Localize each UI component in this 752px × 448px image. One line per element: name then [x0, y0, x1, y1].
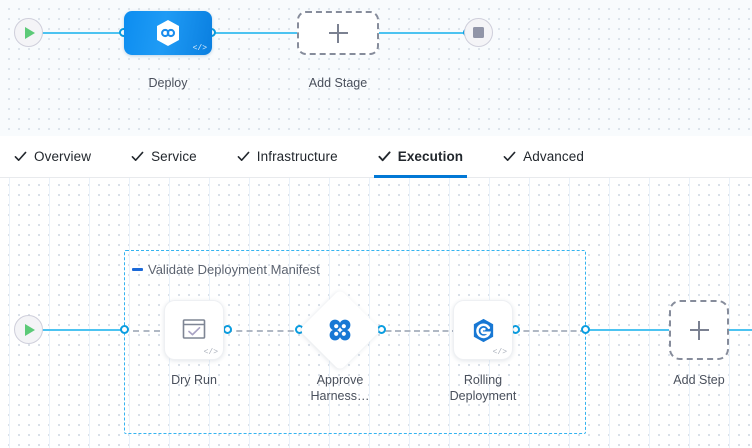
connector-dryrun-to-approve: [226, 330, 304, 332]
connector-rolling-to-groupend: [514, 330, 586, 332]
dry-run-checkbox-icon: [182, 319, 206, 339]
tab-label-advanced: Advanced: [523, 149, 584, 164]
check-icon: [14, 151, 27, 162]
harness-hexagon-icon: [157, 20, 179, 46]
tab-execution[interactable]: Execution: [373, 136, 468, 178]
check-icon: [378, 151, 391, 162]
plus-icon: [328, 23, 348, 43]
execution-canvas: Validate Deployment Manifest </> Dry Run: [0, 178, 752, 448]
connector-execstart-to-group: [36, 329, 128, 331]
add-stage-button[interactable]: [297, 11, 379, 55]
step-node-dry-run[interactable]: </>: [164, 300, 224, 360]
stage-node-deploy[interactable]: </>: [124, 11, 212, 55]
stage-label-deploy: Deploy: [148, 76, 188, 90]
step-code-badge-rolling[interactable]: </>: [492, 348, 507, 357]
tab-infrastructure[interactable]: Infrastructure: [237, 136, 338, 178]
add-step-button[interactable]: [669, 300, 729, 360]
tab-label-service: Service: [151, 149, 197, 164]
add-stage-label: Add Stage: [308, 76, 368, 90]
step-group-label-text: Validate Deployment Manifest: [148, 262, 320, 277]
tab-service[interactable]: Service: [131, 136, 197, 178]
approval-clover-icon: [329, 319, 351, 341]
pipeline-end-node[interactable]: [464, 18, 493, 47]
check-icon: [503, 151, 516, 162]
step-node-rolling-deployment[interactable]: </>: [453, 300, 513, 360]
rolling-deployment-icon: [473, 318, 493, 342]
plus-icon: [689, 320, 709, 340]
play-icon: [25, 323, 35, 336]
connector-approve-to-rolling: [376, 330, 458, 332]
stage-code-badge[interactable]: </>: [192, 44, 207, 53]
stage-tab-bar: Overview Service Infrastructure Executio…: [0, 136, 752, 178]
execution-start-node[interactable]: [14, 315, 43, 344]
step-group-validate-deployment-manifest[interactable]: [124, 250, 586, 434]
step-label-rolling-deployment: Rolling Deployment: [449, 373, 517, 403]
step-code-badge-dry-run[interactable]: </>: [203, 348, 218, 357]
step-label-approve-harness: Approve Harness…: [310, 373, 370, 403]
check-icon: [237, 151, 250, 162]
step-group-label[interactable]: Validate Deployment Manifest: [132, 262, 320, 277]
connector-dot-dryrun-out[interactable]: [223, 325, 232, 334]
minus-icon[interactable]: [132, 268, 143, 271]
pipeline-start-node[interactable]: [14, 18, 43, 47]
connector-group-to-dryrun: [133, 330, 181, 332]
tab-advanced[interactable]: Advanced: [503, 136, 584, 178]
tab-label-infrastructure: Infrastructure: [256, 149, 338, 164]
approve-icon-wrap: [311, 301, 369, 359]
connector-deploy-to-addstage: [210, 32, 300, 34]
step-label-dry-run: Dry Run: [171, 373, 217, 387]
connector-addstep-trailing: [728, 329, 752, 331]
stage-canvas: </> Deploy Add Stage: [0, 0, 752, 136]
tab-label-execution: Execution: [397, 149, 464, 164]
tab-overview[interactable]: Overview: [14, 136, 91, 178]
check-icon: [131, 151, 144, 162]
connector-group-to-addstep: [586, 329, 670, 331]
connector-dot-group-in[interactable]: [120, 325, 129, 334]
connector-addstage-to-end: [376, 32, 468, 34]
connector-dot-group-out[interactable]: [581, 325, 590, 334]
step-node-approve-harness[interactable]: [298, 288, 382, 372]
tab-label-overview: Overview: [34, 149, 92, 164]
connector-start-to-deploy: [36, 32, 128, 34]
play-icon: [25, 26, 35, 39]
stop-icon: [473, 27, 484, 38]
add-step-label: Add Step: [673, 373, 725, 387]
